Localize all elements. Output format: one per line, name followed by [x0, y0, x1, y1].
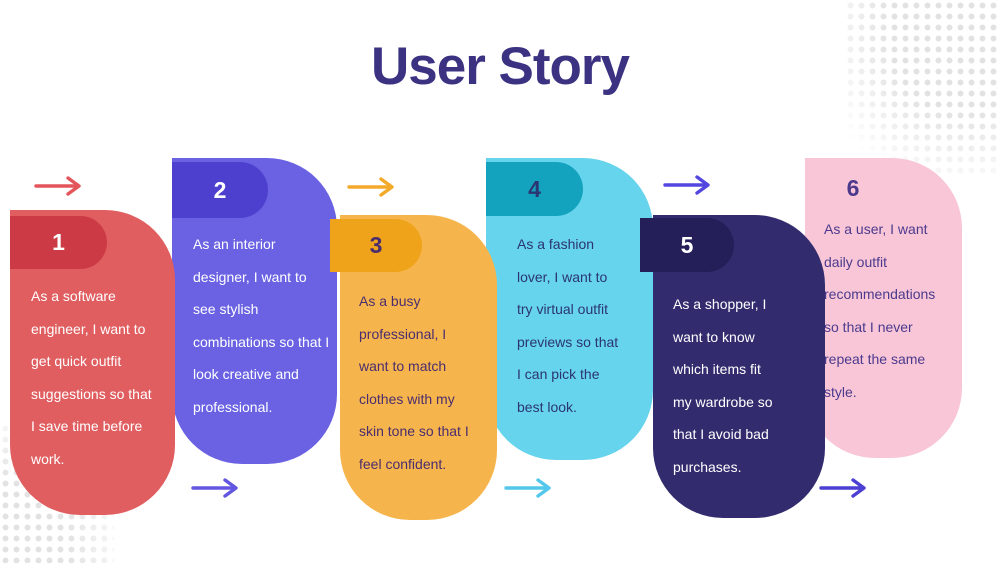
page-title: User Story	[370, 37, 630, 96]
step-number: 1	[52, 229, 65, 255]
flow-arrow-6	[819, 478, 866, 498]
step-number-badge: 6	[805, 162, 901, 215]
step-number: 4	[528, 175, 541, 202]
story-text: As a fashion lover, I want to try virtua…	[517, 236, 619, 415]
user-story-card-6: 6 As a user, I want daily outfit recomme…	[805, 158, 962, 458]
halftone-dots-top-right	[845, 0, 1000, 178]
story-text: As a shopper, I want to know which items…	[673, 296, 773, 475]
step-number: 3	[369, 232, 383, 258]
step-number-badge: 5	[640, 218, 734, 272]
user-story-card-1: 1 As a software engineer, I want to get …	[10, 210, 175, 515]
user-story-card-3: 3 As a busy professional, I want to matc…	[330, 215, 497, 520]
step-number: 2	[213, 176, 227, 203]
step-number: 6	[846, 175, 860, 201]
flow-arrow-4	[504, 478, 551, 498]
step-number-badge: 1	[10, 216, 107, 269]
flow-arrow-1	[34, 176, 81, 196]
flow-arrow-3	[347, 177, 394, 197]
story-text: As an interior designer, I want to see s…	[193, 236, 330, 415]
story-text: As a busy professional, I want to match …	[359, 293, 469, 472]
step-number-badge: 4	[486, 162, 583, 216]
user-story-card-5: 5 As a shopper, I want to know which ite…	[640, 215, 825, 518]
story-text: As a user, I want daily outfit recommend…	[824, 221, 936, 400]
step-number-badge: 2	[172, 162, 268, 218]
step-number-badge: 3	[330, 219, 422, 272]
user-story-card-4: 4 As a fashion lover, I want to try virt…	[486, 158, 653, 460]
step-number: 5	[680, 231, 694, 258]
flow-arrow-5	[663, 175, 710, 195]
user-story-card-2: 2 As an interior designer, I want to see…	[172, 158, 337, 464]
story-text: As a software engineer, I want to get qu…	[31, 288, 152, 467]
flow-arrow-2	[191, 478, 238, 498]
